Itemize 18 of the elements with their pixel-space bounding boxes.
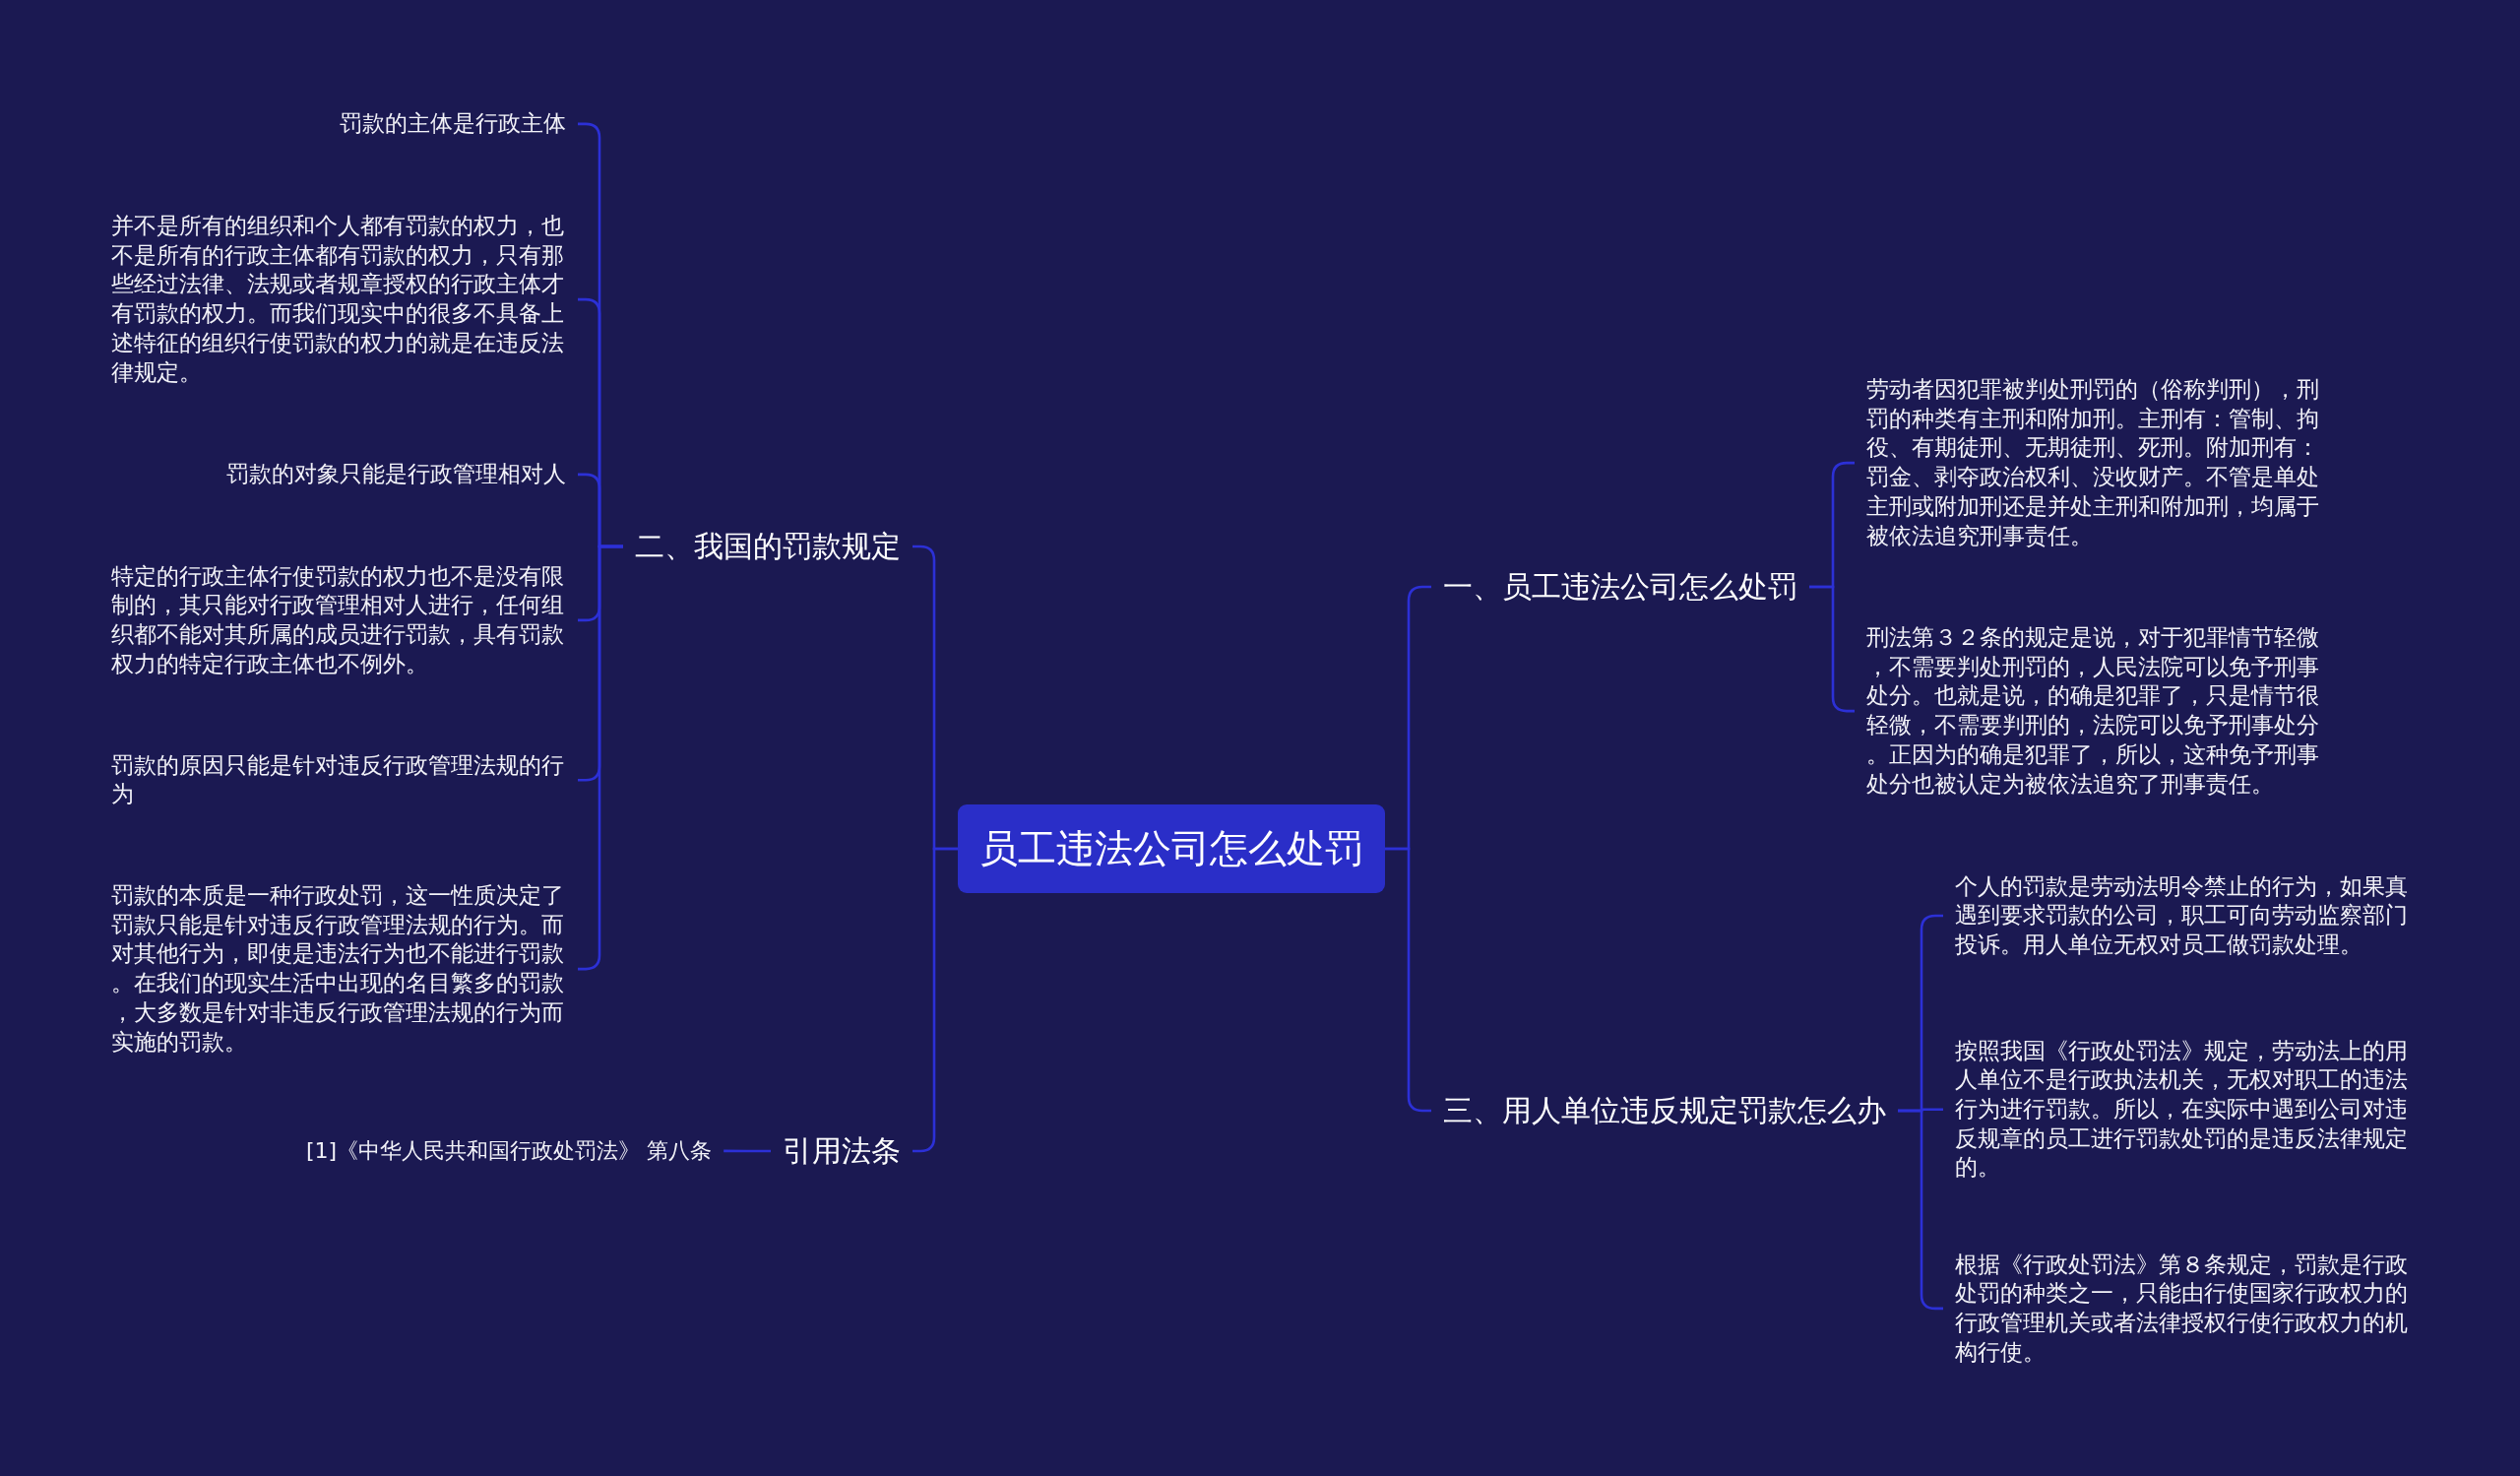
branch-heading: 引用法条	[771, 1131, 913, 1171]
note-text: 刑法第３２条的规定是说，对于犯罪情节轻微，不需要判处刑罚的，人民法院可以免予刑事处分。也就是说，的确是犯罪了，只是情节很轻微，不需要判刑的，法院可以免予刑事处分。正因为的确是犯罪了，所以，这种免予刑事处分也被认定为被依法追究了刑事责任。	[1855, 623, 2333, 800]
note-text: 罚款的本质是一种行政处罚，这一性质决定了罚款只能是针对违反行政管理法规的行为。而对其他行为，即使是违法行为也不能进行罚款。在我们的现实生活中出现的名目繁多的罚款，大多数是针对非违反行政管理法规的行为而实施的罚款。	[99, 881, 578, 1058]
citation-text: [1]《中华人民共和国行政处罚法》 第八条	[294, 1136, 724, 1166]
note-text: 个人的罚款是劳动法明令禁止的行为，如果真遇到要求罚款的公司，职工可向劳动监察部门投诉。用人单位无权对员工做罚款处理。	[1943, 871, 2422, 960]
branch-heading: 二、我国的罚款规定	[623, 527, 913, 566]
note-text: 罚款的对象只能是行政管理相对人	[215, 460, 578, 489]
note-text: 罚款的主体是行政主体	[328, 109, 578, 139]
note-text: 劳动者因犯罪被判处刑罚的（俗称判刑），刑罚的种类有主刑和附加刑。主刑有：管制、拘役、有期徒刑、无期徒刑、死刑。附加刑有：罚金、剥夺政治权利、没收财产。不管是单处主刑或附加刑还是并处主刑和附加刑，均属于被依法追究刑事责任。	[1855, 375, 2333, 551]
note-text: 并不是所有的组织和个人都有罚款的权力，也不是所有的行政主体都有罚款的权力，只有那些经过法律、法规或者规章授权的行政主体才有罚款的权力。而我们现实中的很多不具备上述特征的组织行使罚款的权力的就是在违反法律规定。	[99, 212, 578, 388]
note-text: 根据《行政处罚法》第８条规定，罚款是行政处罚的种类之一，只能由行使国家行政权力的行政管理机关或者法律授权行使行政权力的机构行使。	[1943, 1250, 2422, 1368]
connector-line	[724, 1149, 771, 1153]
branch-heading: 一、员工违法公司怎么处罚	[1431, 567, 1809, 607]
central-topic: 员工违法公司怎么处罚	[958, 804, 1385, 893]
note-text: 罚款的原因只能是针对违反行政管理法规的行为	[99, 750, 578, 809]
branch-heading: 三、用人单位违反规定罚款怎么办	[1431, 1091, 1898, 1130]
note-text: 特定的行政主体行使罚款的权力也不是没有限制的，其只能对行政管理相对人进行，任何组织都不能对其所属的成员进行罚款，具有罚款权力的特定行政主体也不例外。	[99, 561, 578, 679]
note-text: 按照我国《行政处罚法》规定，劳动法上的用人单位不是行政执法机关，无权对职工的违法行为进行罚款。所以，在实际中遇到公司对违反规章的员工进行罚款处罚的是违反法律规定的。	[1943, 1036, 2422, 1183]
